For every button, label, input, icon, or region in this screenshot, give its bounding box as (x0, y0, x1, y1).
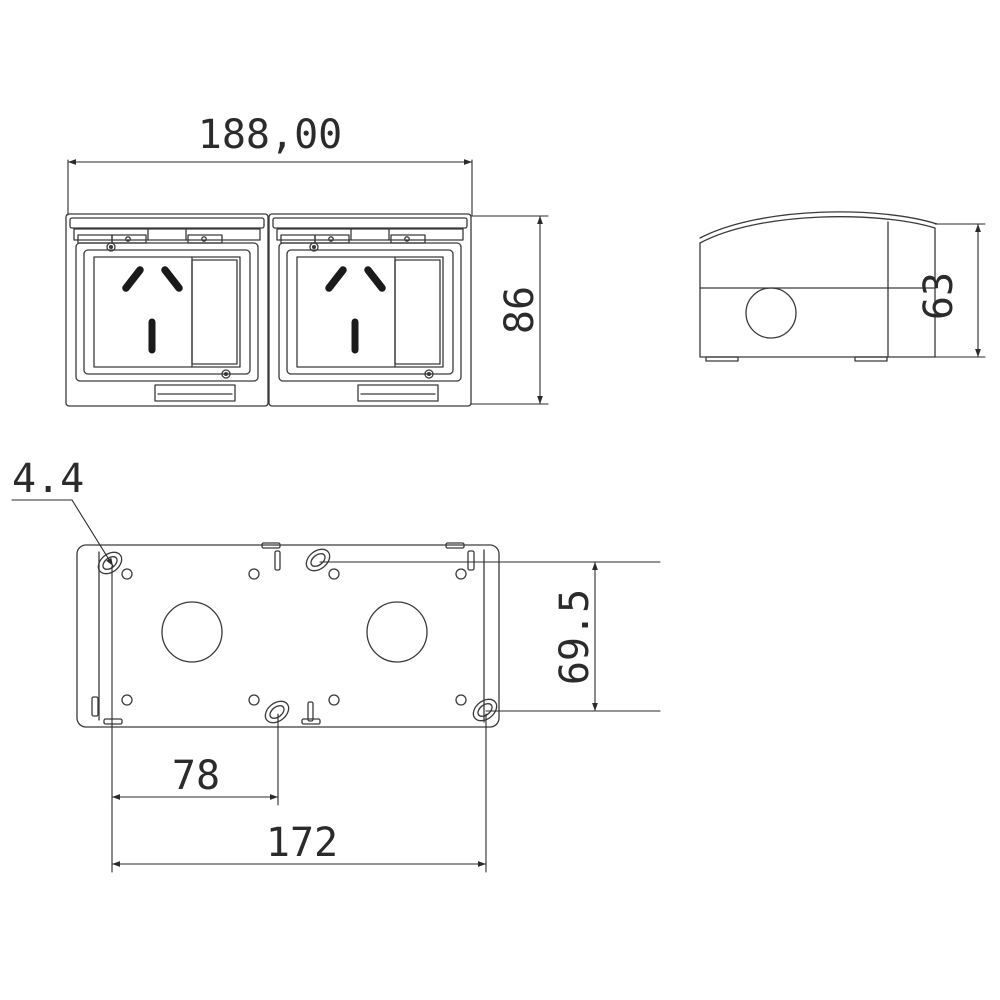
rear-pilot-hole-3 (328, 568, 340, 580)
gang2-hinge-clip-left (280, 234, 316, 244)
rear-slot-left (91, 696, 99, 717)
gang1-screw-bottom (221, 369, 231, 379)
rear-pilot-hole-7 (328, 694, 340, 706)
gang1-faceplate-outer (75, 242, 259, 382)
gang1-faceplate-inner (83, 249, 251, 375)
rear-tab-top-mid (261, 542, 281, 549)
rear-pilot-hole-6 (248, 694, 260, 706)
gang2-socket-window (296, 256, 444, 368)
gang2-switch-rocker (394, 259, 441, 365)
gang2-lid-band-inner (276, 228, 464, 241)
rear-tab-bottom-mid (301, 718, 321, 725)
gang2-screw-bottom-dot (426, 371, 432, 377)
gang1-outer-body (65, 213, 269, 407)
dimension-side-depth: 63 (916, 223, 986, 358)
gang1-screw-bottom-dot (223, 371, 229, 377)
rear-pilot-hole-5 (121, 694, 133, 706)
rear-pilot-hole-1 (121, 568, 133, 580)
dimension-label-hole-diameter: 4.4 (12, 456, 84, 502)
gang2-screw-top (309, 242, 319, 252)
dimension-label-mount-spacing-long: 172 (266, 820, 338, 866)
dimension-label-side-depth: 63 (916, 272, 962, 320)
gang1-hinge-clip-right (187, 234, 223, 244)
gang2-lid-band (272, 217, 468, 229)
outlet-gang-1 (65, 213, 269, 407)
mount-slot-bottom-mid (264, 700, 290, 724)
gang2-faceplate-inner (286, 249, 454, 375)
rear-knockout-left (161, 601, 223, 663)
gang2-pin-active (325, 266, 347, 292)
gang2-hinge-pin-left (328, 236, 334, 242)
rear-pilot-hole-4 (455, 568, 467, 580)
mount-slot-bottom-right (472, 698, 498, 722)
gang1-screw-top-dot (108, 244, 114, 250)
gang1-hinge-clip-left (77, 234, 113, 244)
gang2-screw-top-dot (311, 244, 317, 250)
gang1-switch-rocker (191, 259, 238, 365)
gang1-lid-band-inner (73, 228, 261, 241)
gang2-hinge-clip-right (390, 234, 426, 244)
gang1-bottom-latch (154, 384, 236, 402)
dimension-label-overall-height: 86 (497, 286, 543, 334)
dimension-mount-spacing-short: 78 (111, 565, 279, 806)
dimension-mount-spacing-long: 172 (111, 713, 487, 873)
gang1-socket-window (93, 256, 241, 368)
gang2-screw-bottom (424, 369, 434, 379)
dimension-hole-diameter: 4.4 (11, 456, 114, 567)
side-foot-right (854, 356, 888, 362)
rear-plate-outline (76, 544, 500, 728)
rear-pilot-hole-2 (248, 568, 260, 580)
gang1-pin-neutral (161, 266, 183, 292)
dimension-overall-height: 86 (470, 215, 549, 405)
dimension-label-mount-spacing-short: 78 (172, 753, 220, 799)
rear-knockout-right (366, 601, 428, 663)
side-view (699, 211, 938, 362)
dimension-label-overall-width: 188,00 (198, 112, 343, 158)
rear-slot-top-a (274, 550, 281, 571)
dimension-label-mount-vertical: 69.5 (552, 589, 598, 685)
gang2-pin-neutral (364, 266, 386, 292)
gang1-screw-top (106, 242, 116, 252)
gang2-bottom-latch (357, 384, 439, 402)
rear-tab-top-right (445, 542, 465, 549)
gang2-hinge-clip-mid (314, 234, 350, 244)
gang1-hinge-clip-mid (111, 234, 147, 244)
side-body-outline (699, 216, 936, 358)
gang1-lid-band (69, 217, 265, 229)
side-top-curve-outer (699, 211, 938, 239)
gang1-pin-active (122, 266, 144, 292)
gang2-hinge-pin-right (404, 236, 410, 242)
dimension-overall-width: 188,00 (67, 112, 473, 216)
gang1-hinge-pin-left (125, 236, 131, 242)
side-foot-left (705, 356, 739, 362)
outlet-gang-2 (268, 213, 472, 407)
side-cable-knockout (745, 287, 797, 339)
rear-pilot-hole-8 (455, 694, 467, 706)
front-view (65, 213, 472, 407)
mount-slot-top-mid (305, 548, 331, 572)
rear-slot-top-b (467, 550, 475, 571)
gang2-faceplate-outer (278, 242, 462, 382)
rear-view (76, 542, 500, 728)
rear-tab-bottom-left (103, 718, 123, 725)
dimension-mount-vertical: 69.5 (319, 561, 661, 712)
gang2-outer-body (268, 213, 472, 407)
rear-slot-bottom-a (307, 701, 314, 722)
gang1-hinge-pin-right (201, 236, 207, 242)
